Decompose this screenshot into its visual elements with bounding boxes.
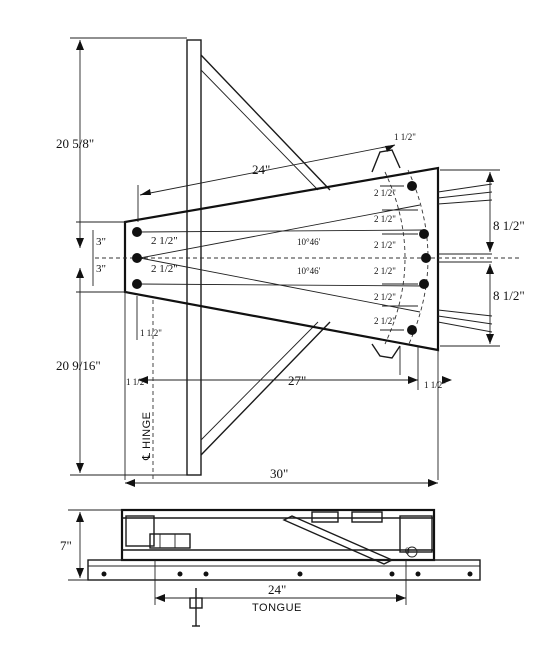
dim-overall-width: 30" bbox=[270, 466, 288, 481]
dim-center-b: 2 1/2" bbox=[151, 263, 178, 275]
left-fitting bbox=[125, 515, 155, 547]
diagonal-strut bbox=[282, 515, 394, 565]
dim-right-hole-5: 2 1/2" bbox=[374, 292, 396, 302]
dim-left-offset-b: 1 1/2" bbox=[126, 377, 148, 387]
dim-right-small-b: 1 1/2" bbox=[424, 380, 446, 390]
dim-side-height: 7" bbox=[60, 538, 72, 553]
dim-right-hole-6: 2 1/2" bbox=[374, 316, 396, 326]
bolt-circle-arc-2 bbox=[384, 171, 406, 345]
upper-ray bbox=[139, 204, 421, 259]
hole-right-5 bbox=[407, 325, 417, 335]
angle-bottom: 10°46' bbox=[297, 266, 321, 276]
hole-right-1 bbox=[407, 181, 417, 191]
hinge-label: ℄ HINGE bbox=[141, 412, 153, 461]
dim-right-small-a: 1 1/2" bbox=[394, 132, 416, 142]
dim-top-span: 24" bbox=[252, 162, 270, 177]
dim-top-height: 20 5/8" bbox=[56, 136, 94, 151]
dim-right-hole-4: 2 1/2" bbox=[374, 266, 396, 276]
top-end-bracket bbox=[371, 149, 401, 173]
dim-mid-span: 27" bbox=[288, 373, 306, 388]
side-view: -0 7" 24" TONGUE bbox=[60, 508, 481, 627]
lower-bolt-line bbox=[137, 283, 426, 287]
dim-tongue-span: 24" bbox=[268, 582, 286, 597]
bottom-end-bracket bbox=[371, 343, 401, 359]
top-clamp bbox=[311, 511, 339, 523]
dim-left-offset-a: 1 1/2" bbox=[140, 328, 162, 338]
dim-bottom-height: 20 9/16" bbox=[56, 358, 101, 373]
plan-view: 20 5/8" 20 9/16" 3" 3" 2 1/2" 2 1/2" 10°… bbox=[56, 37, 525, 480]
side-knob bbox=[406, 546, 418, 558]
svg-text:-0: -0 bbox=[402, 546, 410, 556]
hole-left-top bbox=[132, 227, 142, 237]
lower-brace-inner bbox=[200, 321, 319, 441]
dim-left-a: 3" bbox=[96, 236, 106, 248]
top-clamp-2 bbox=[351, 511, 383, 523]
base-rail bbox=[87, 559, 481, 581]
hole-right-2 bbox=[419, 229, 429, 239]
upper-bolt-line bbox=[137, 229, 426, 233]
hole-right-4 bbox=[419, 279, 429, 289]
dim-center-a: 2 1/2" bbox=[151, 235, 178, 247]
dim-left-b: 3" bbox=[96, 263, 106, 275]
tongue-label: TONGUE bbox=[252, 602, 302, 614]
right-hatching bbox=[437, 183, 493, 333]
bolt-circle-arc bbox=[407, 169, 429, 347]
dim-right-top: 8 1/2" bbox=[493, 218, 525, 233]
upper-brace-inner bbox=[200, 69, 319, 191]
left-cylinder bbox=[149, 533, 191, 549]
dim-right-bottom: 8 1/2" bbox=[493, 288, 525, 303]
upper-brace bbox=[200, 54, 331, 191]
angle-top: 10°46' bbox=[297, 237, 321, 247]
hole-right-3 bbox=[421, 253, 431, 263]
right-hole-ticks bbox=[380, 185, 418, 331]
hole-left-bottom bbox=[132, 279, 142, 289]
dim-right-hole-3: 2 1/2" bbox=[374, 240, 396, 250]
hinge-post bbox=[186, 39, 202, 476]
hole-left-mid bbox=[132, 253, 142, 263]
right-fitting bbox=[399, 515, 433, 553]
lower-brace bbox=[200, 321, 331, 456]
overall-width-dim: 30" bbox=[125, 466, 438, 487]
dim-right-hole-2: 2 1/2" bbox=[374, 214, 396, 224]
dim-right-hole-1: 2 1/2" bbox=[374, 188, 396, 198]
